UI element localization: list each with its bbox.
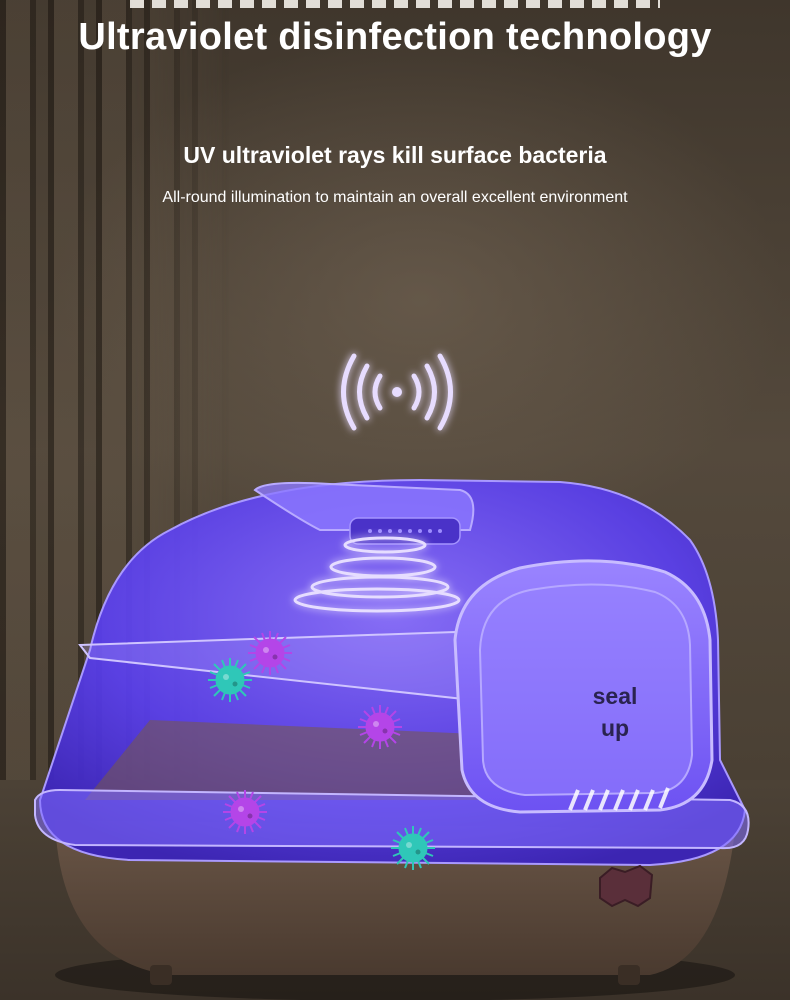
virus-icon: [207, 657, 253, 703]
virus-icon: [222, 789, 268, 835]
virus-icon: [390, 825, 436, 871]
virus-icon: [357, 704, 403, 750]
wireless-signal-icon: [341, 353, 453, 431]
seal-up-label: seal up: [580, 680, 650, 744]
virus-icon: [247, 630, 293, 676]
latch: [599, 864, 654, 908]
cropped-heading-fragment: [130, 0, 660, 8]
page-title: Ultraviolet disinfection technology: [78, 16, 712, 58]
uv-rays-rings: [293, 536, 461, 613]
seal-label-line1: seal: [592, 683, 638, 709]
seal-label-line2: up: [600, 715, 630, 741]
subtitle: UV ultraviolet rays kill surface bacteri…: [183, 142, 607, 168]
description: All-round illumination to maintain an ov…: [162, 189, 628, 206]
